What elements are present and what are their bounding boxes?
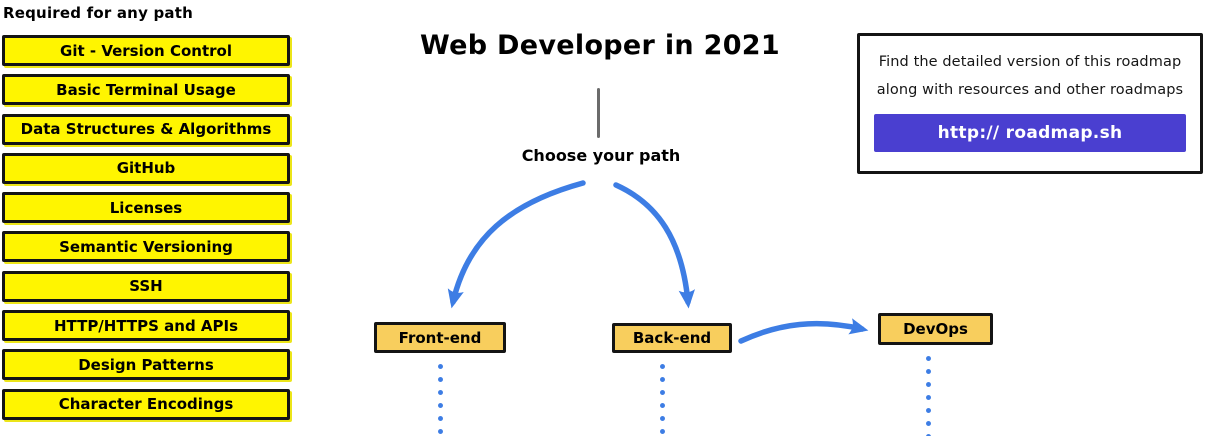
dotted-continuation-front-end — [438, 360, 443, 436]
stem-line — [597, 88, 600, 138]
topic-ssh[interactable]: SSH — [2, 270, 290, 302]
topic-git-version-control[interactable]: Git - Version Control — [2, 35, 290, 66]
page-title: Web Developer in 2021 — [420, 30, 780, 61]
topic-http-https-apis[interactable]: HTTP/HTTPS and APIs — [2, 310, 290, 342]
info-line-2: along with resources and other roadmaps — [876, 82, 1184, 99]
topic-basic-terminal-usage[interactable]: Basic Terminal Usage — [2, 74, 290, 106]
topic-licenses[interactable]: Licenses — [2, 192, 290, 224]
topic-data-structures-algorithms[interactable]: Data Structures & Algorithms — [2, 113, 290, 145]
path-node-back-end[interactable]: Back-end — [612, 323, 732, 353]
topic-semantic-versioning[interactable]: Semantic Versioning — [2, 231, 290, 263]
choose-your-path-label: Choose your path — [521, 146, 681, 165]
info-line-1: Find the detailed version of this roadma… — [878, 54, 1182, 70]
required-topics-heading: Required for any path — [3, 4, 193, 22]
arrow-to-front-end — [447, 180, 586, 309]
required-topics-section: Git - Version Control Basic Terminal Usa… — [2, 35, 290, 428]
arrow-back-end-to-devops — [738, 318, 869, 344]
path-node-front-end[interactable]: Front-end — [374, 322, 506, 353]
roadmap-url-button[interactable]: http:// roadmap.sh — [874, 114, 1186, 153]
arrow-to-back-end — [613, 182, 696, 309]
dotted-continuation-devops — [926, 352, 931, 436]
topic-character-encodings[interactable]: Character Encodings — [2, 388, 290, 420]
dotted-continuation-back-end — [660, 360, 665, 436]
path-node-devops[interactable]: DevOps — [878, 313, 993, 345]
topic-github[interactable]: GitHub — [2, 152, 290, 184]
info-box: Find the detailed version of this roadma… — [857, 33, 1203, 174]
topic-design-patterns[interactable]: Design Patterns — [2, 349, 290, 381]
